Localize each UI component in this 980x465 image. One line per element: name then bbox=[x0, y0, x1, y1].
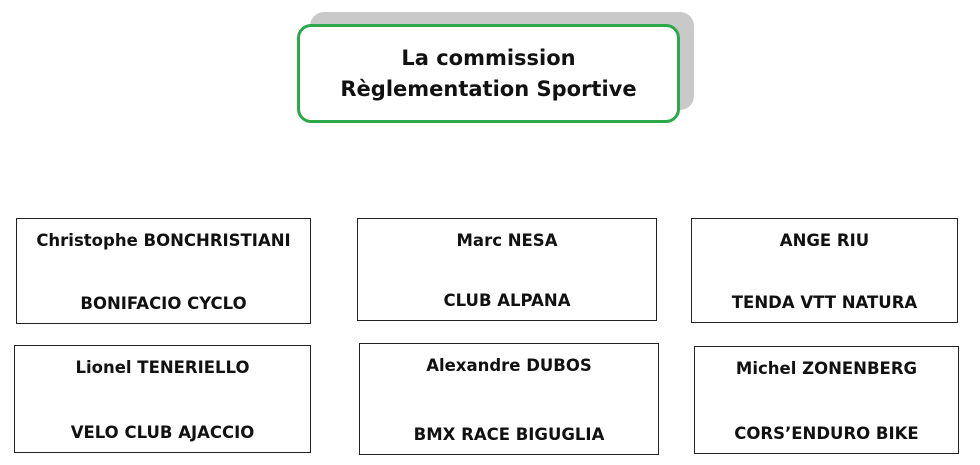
member-card: Michel ZONENBERG CORS’ENDURO BIKE bbox=[694, 346, 959, 454]
title-box: La commission Règlementation Sportive bbox=[297, 24, 680, 123]
member-name: Alexandre DUBOS bbox=[426, 356, 592, 375]
member-club: VELO CLUB AJACCIO bbox=[70, 423, 255, 442]
title-line-2: Règlementation Sportive bbox=[340, 76, 637, 101]
member-club: CLUB ALPANA bbox=[443, 291, 571, 310]
title-line-1: La commission bbox=[401, 45, 576, 70]
member-club: BONIFACIO CYCLO bbox=[80, 294, 247, 313]
member-card: ANGE RIU TENDA VTT NATURA bbox=[691, 218, 958, 323]
member-name: Marc NESA bbox=[456, 231, 558, 250]
member-card: Alexandre DUBOS BMX RACE BIGUGLIA bbox=[359, 343, 659, 455]
member-club: BMX RACE BIGUGLIA bbox=[413, 425, 605, 444]
member-club: CORS’ENDURO BIKE bbox=[734, 424, 919, 443]
member-club: TENDA VTT NATURA bbox=[731, 293, 918, 312]
member-card: Marc NESA CLUB ALPANA bbox=[357, 218, 657, 321]
member-name: Christophe BONCHRISTIANI bbox=[36, 231, 291, 250]
member-name: Michel ZONENBERG bbox=[735, 359, 918, 378]
member-name: Lionel TENERIELLO bbox=[75, 358, 250, 377]
member-card: Christophe BONCHRISTIANI BONIFACIO CYCLO bbox=[16, 218, 311, 324]
member-card: Lionel TENERIELLO VELO CLUB AJACCIO bbox=[14, 345, 311, 453]
member-name: ANGE RIU bbox=[779, 231, 870, 250]
